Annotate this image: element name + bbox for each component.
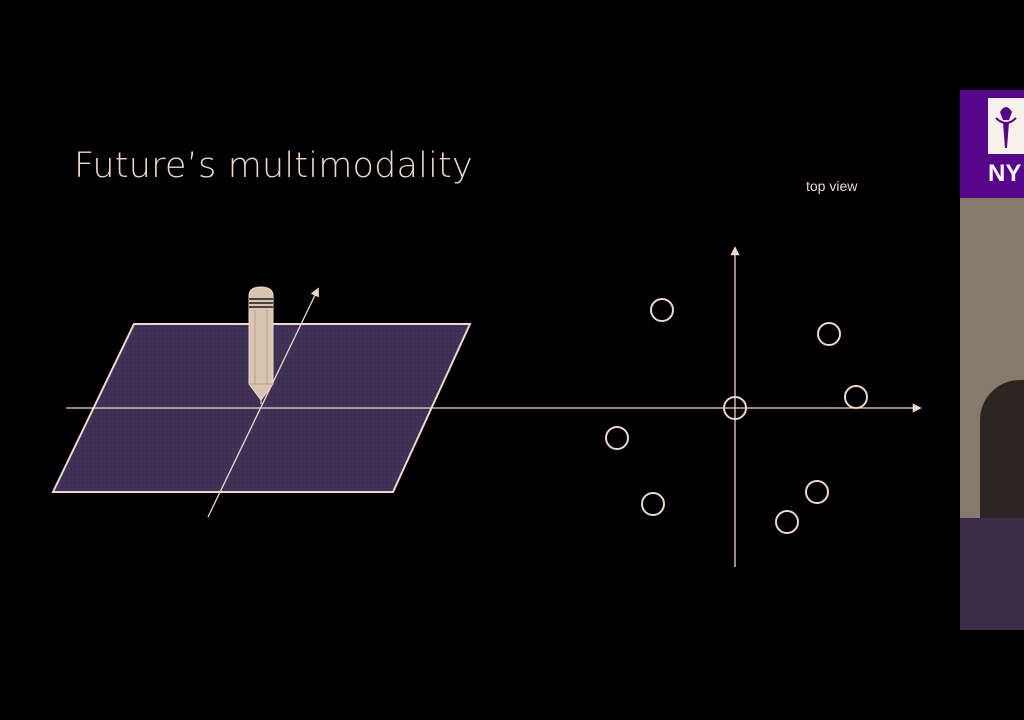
webcam-lower-panel (960, 518, 1024, 630)
pencil-icon (248, 286, 274, 404)
mode-point (817, 322, 841, 346)
logo-text: NY (988, 160, 1022, 187)
mode-point (775, 510, 799, 534)
plane-depth-axis (207, 287, 319, 518)
mode-point (605, 426, 629, 450)
top-view-caption: top view (806, 178, 858, 194)
slide-title: Future’s multimodality (74, 146, 473, 186)
origin-point (723, 396, 747, 420)
logo-emblem (988, 98, 1024, 154)
top-view-plot (605, 246, 868, 567)
university-logo: NY (960, 90, 1024, 198)
webcam-feed: NY (960, 90, 1024, 630)
presenter-silhouette (980, 380, 1024, 540)
torch-icon (995, 107, 1017, 148)
mode-point (650, 298, 674, 322)
mode-point (805, 480, 829, 504)
mode-point (844, 385, 868, 409)
mode-point (641, 492, 665, 516)
